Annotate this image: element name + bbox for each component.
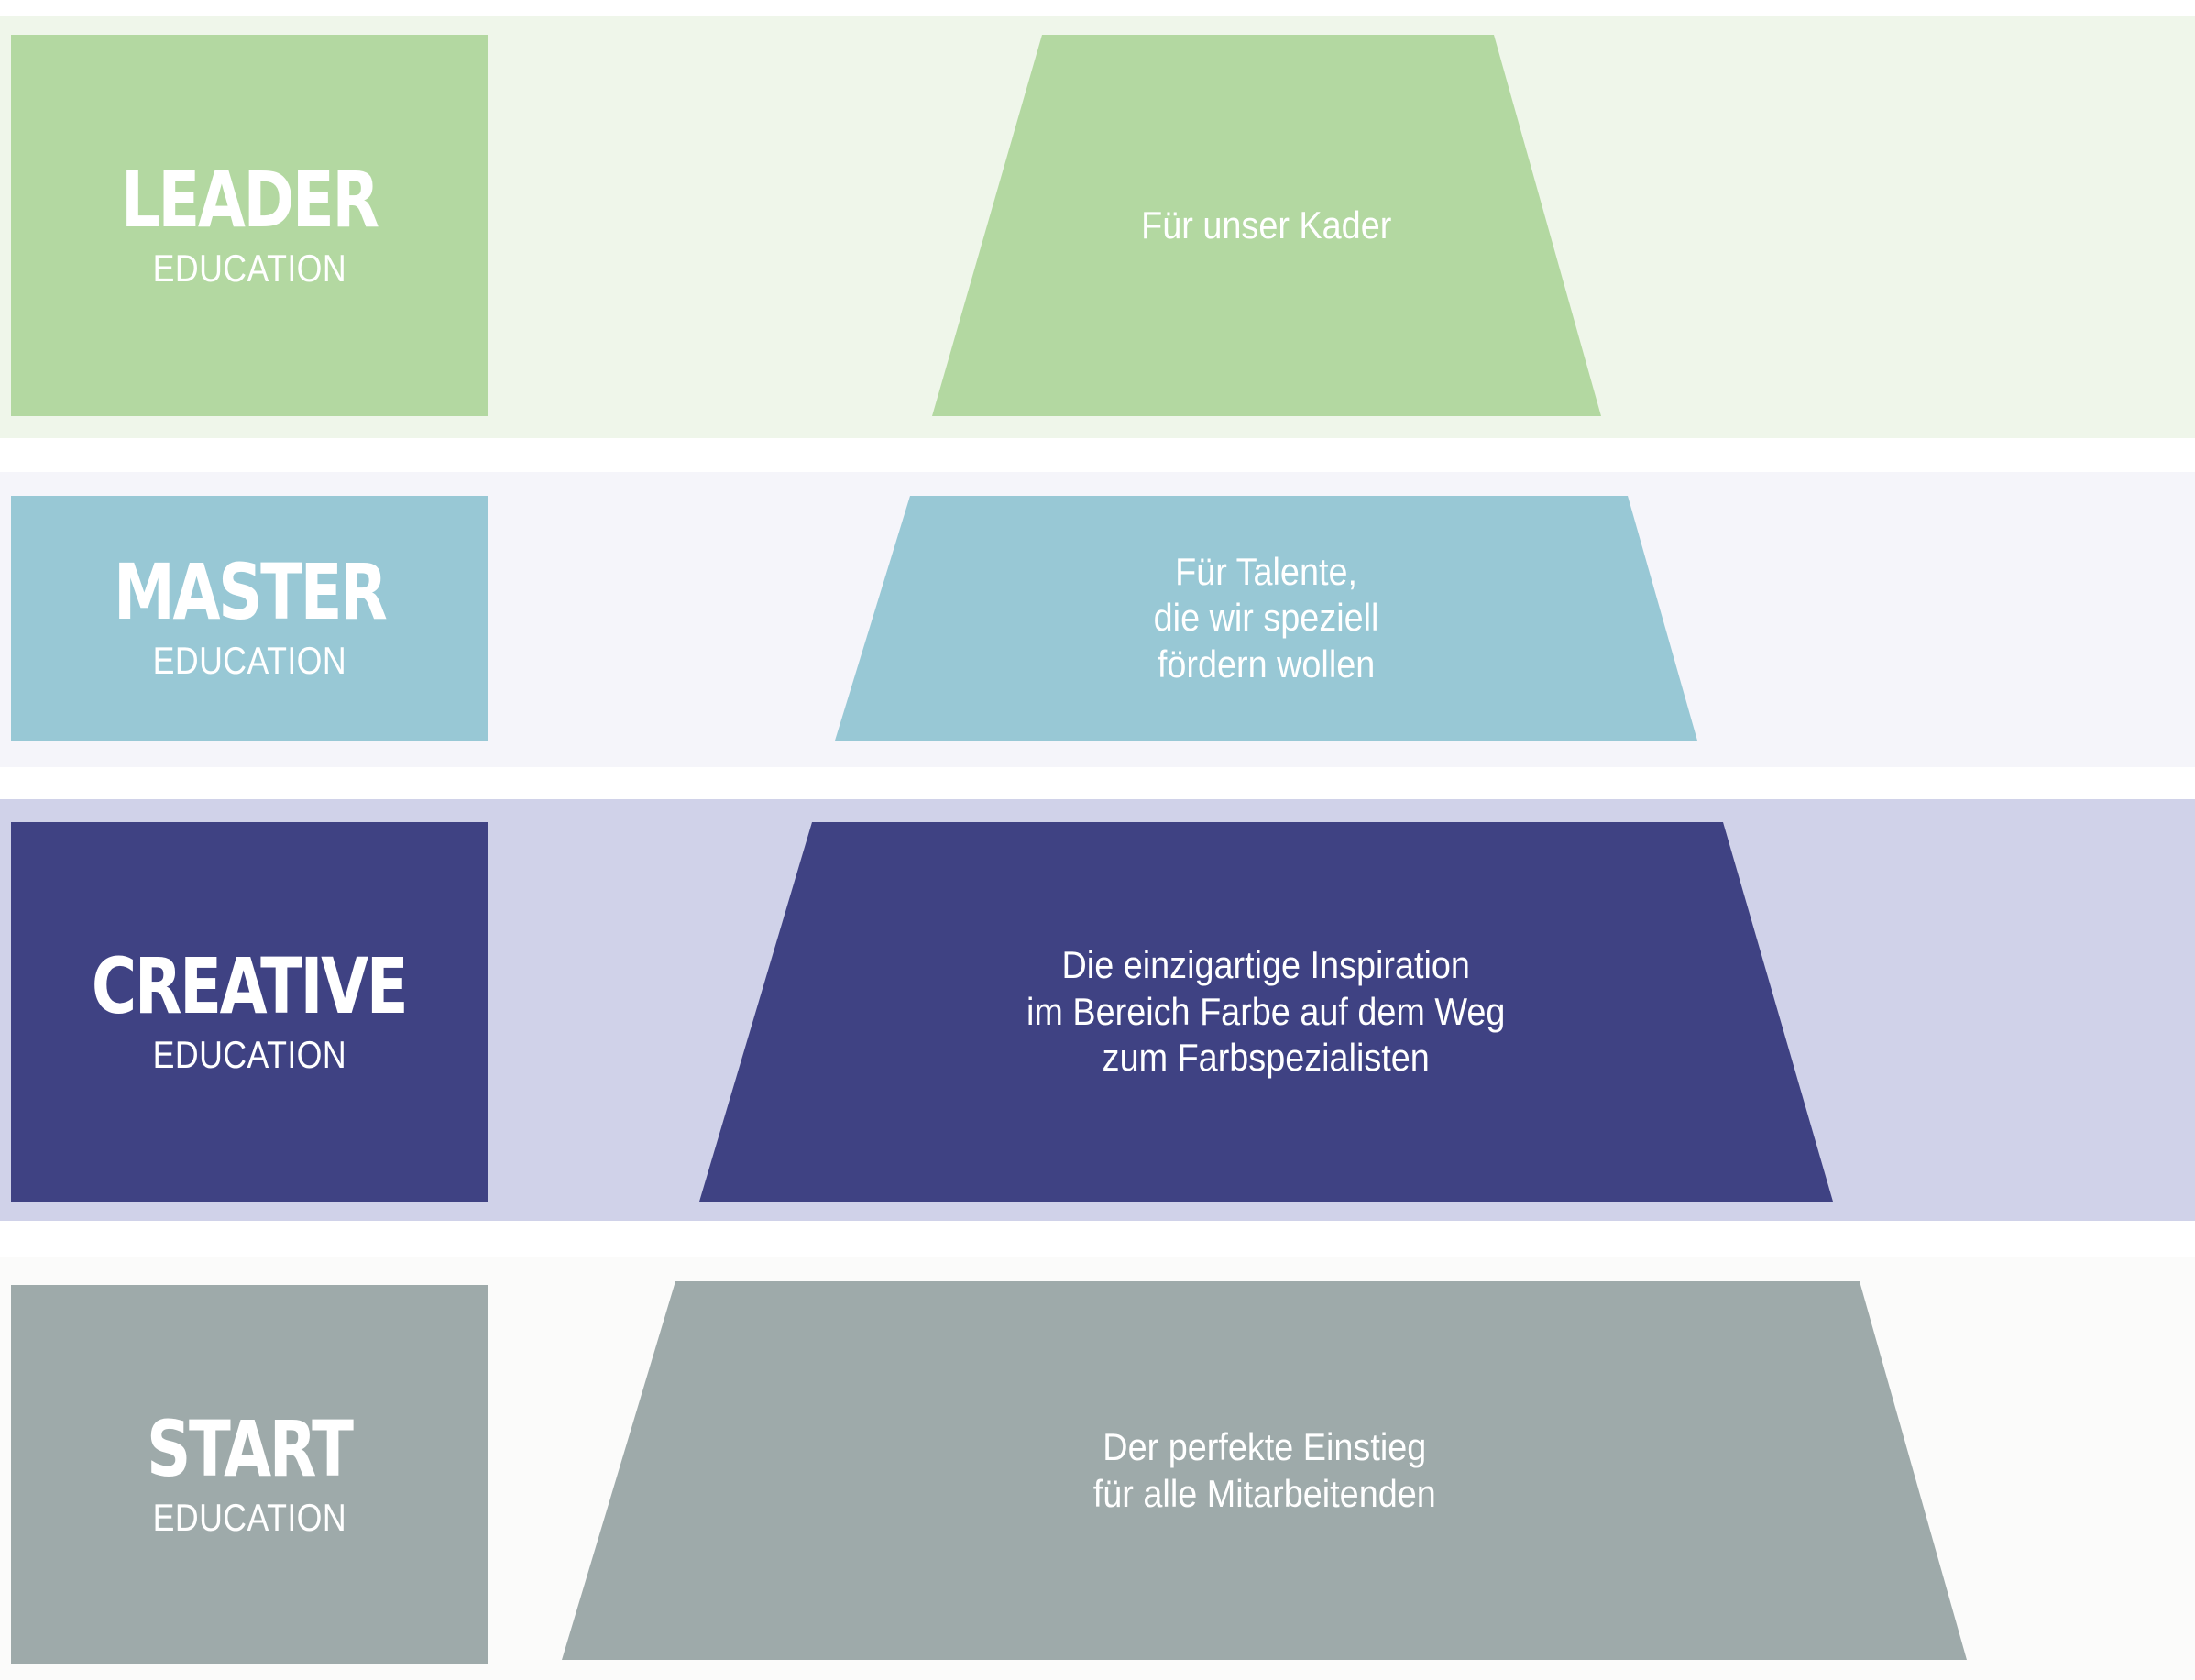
tier-subtitle: EDUCATION [152, 246, 346, 290]
tier-label-master: MASTER EDUCATION [11, 496, 488, 741]
tier-label-leader: LEADER EDUCATION [11, 35, 488, 416]
tier-name: LEADER [121, 154, 379, 245]
tier-name: CREATIVE [92, 940, 409, 1031]
trapezoid-start [562, 1281, 1967, 1660]
tier-label-start: START EDUCATION [11, 1285, 488, 1664]
tier-name: START [147, 1403, 354, 1494]
trapezoid-creative [699, 822, 1833, 1202]
tier-subtitle: EDUCATION [152, 1495, 346, 1539]
trapezoid-text-area-leader: Für unser Kader [932, 35, 1601, 416]
trapezoid-leader [932, 35, 1601, 416]
trapezoid-master-shape [835, 496, 1697, 741]
tier-subtitle: EDUCATION [152, 639, 346, 683]
tier-subtitle: EDUCATION [152, 1032, 346, 1076]
tier-name: MASTER [113, 547, 388, 638]
tier-description: Für unser Kader [1141, 203, 1392, 247]
tier-description: Der perfekte Einstieg für alle Mitarbeit… [1092, 1425, 1436, 1515]
trapezoid-text-area-creative: Die einzigartige Inspiration im Bereich … [699, 822, 1833, 1202]
trapezoid-text-area-master: Für Talente, die wir speziell fördern wo… [835, 496, 1697, 741]
tier-description: Die einzigartige Inspiration im Bereich … [1026, 943, 1506, 1080]
tier-description: Für Talente, die wir speziell fördern wo… [1153, 549, 1379, 686]
tier-label-creative: CREATIVE EDUCATION [11, 822, 488, 1202]
trapezoid-text-area-start: Der perfekte Einstieg für alle Mitarbeit… [562, 1281, 1967, 1660]
